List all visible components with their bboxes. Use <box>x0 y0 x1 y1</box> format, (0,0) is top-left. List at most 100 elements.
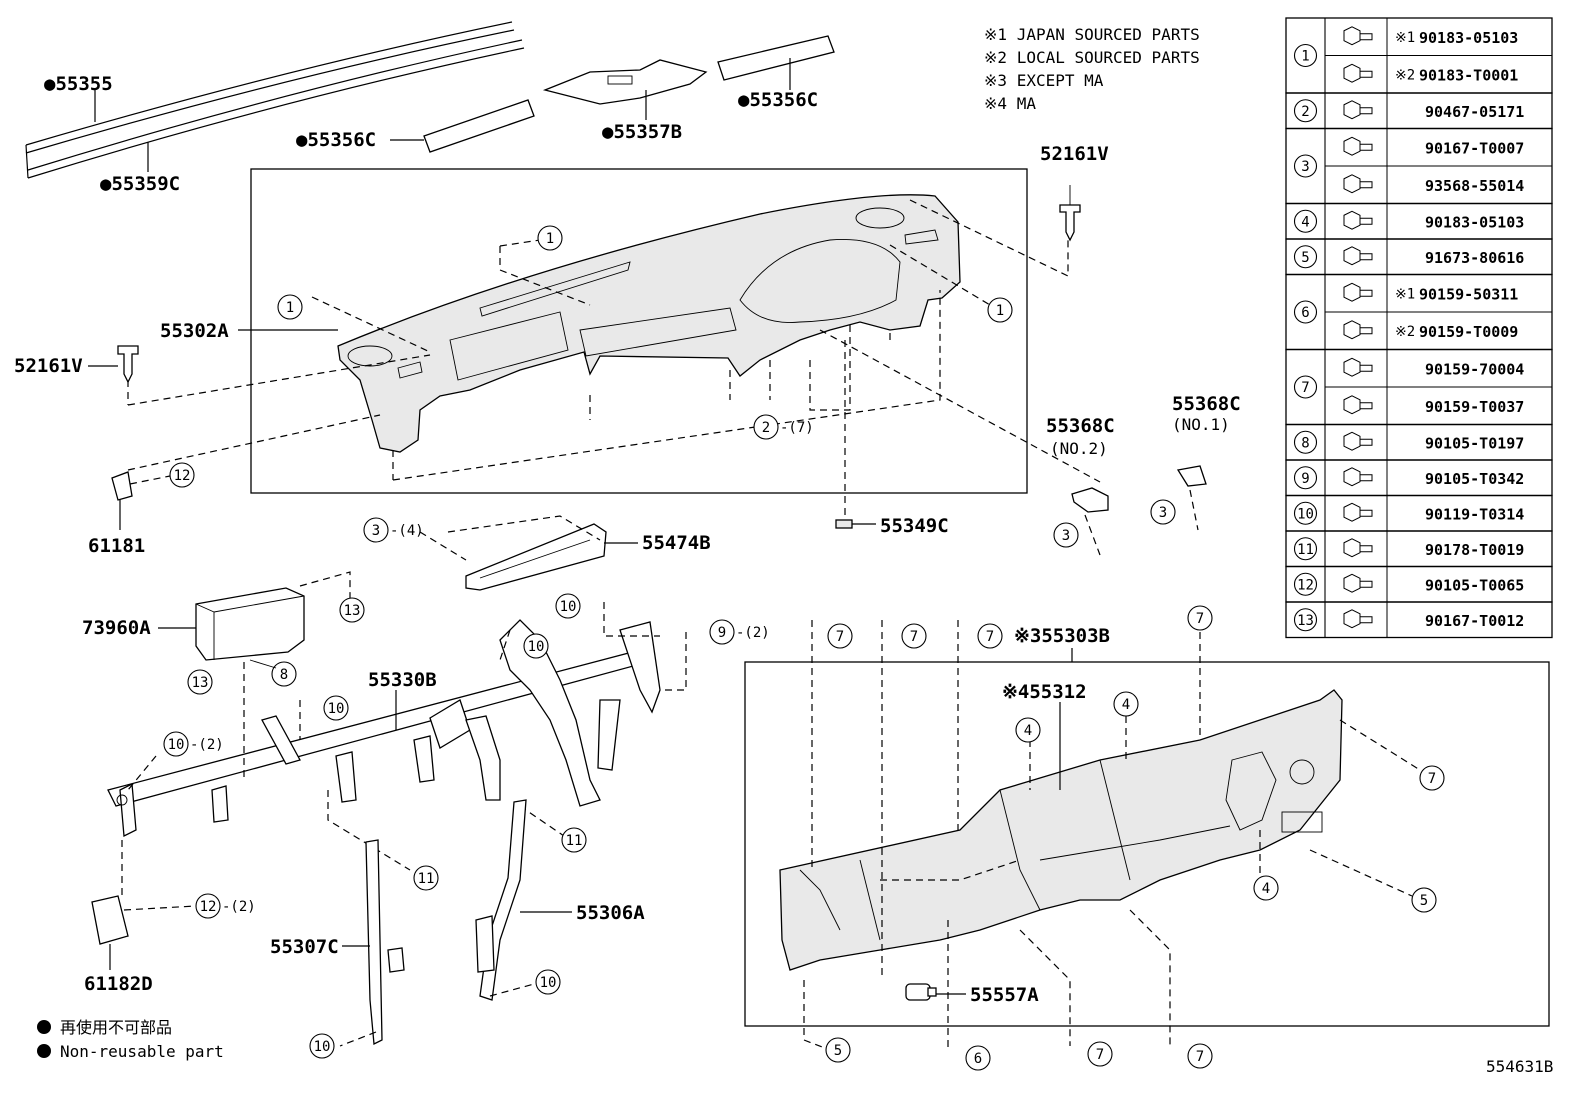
svg-text:7: 7 <box>1196 1049 1204 1065</box>
fastener-part-number: 93568-55014 <box>1425 177 1524 195</box>
fastener-icon <box>1343 210 1373 230</box>
svg-text:12: 12 <box>200 899 217 915</box>
fastener-index: 5 <box>1301 250 1309 266</box>
fastener-index-circle <box>1293 430 1318 454</box>
callout-9-2: 9 -(2) <box>709 619 770 645</box>
fastener-part-number: 90105-T0065 <box>1425 576 1524 594</box>
label-55330b: 55330B <box>368 669 437 691</box>
panel-assembly-frame <box>744 661 1550 1027</box>
svg-text:※1 JAPAN SOURCED PARTS: ※1 JAPAN SOURCED PARTS <box>984 25 1200 44</box>
label-55356c-top: ●55356C <box>738 89 818 111</box>
fastener-prefix: ※1 <box>1395 286 1415 302</box>
label-55368c-no2: 55368C <box>1046 415 1115 437</box>
molding-55355 <box>25 21 525 179</box>
fastener-index: 2 <box>1301 104 1309 120</box>
clip-52161v-left <box>117 345 139 384</box>
svg-text:3: 3 <box>372 523 380 539</box>
svg-text:9: 9 <box>718 625 726 641</box>
fastener-index: 13 <box>1297 613 1314 629</box>
fastener-row: 12 90105-T0065 <box>1285 565 1553 603</box>
callout-4-b: 4 <box>1113 691 1139 717</box>
svg-text:1: 1 <box>546 231 554 247</box>
insulator-55356c-top <box>717 35 835 81</box>
svg-text:7: 7 <box>836 629 844 645</box>
svg-text:3: 3 <box>1062 528 1070 544</box>
fastener-row: 9 90105-T0342 <box>1285 459 1553 497</box>
fastener-part-number: 90178-T0019 <box>1425 541 1524 559</box>
fastener-row: 13 90167-T0012 <box>1285 601 1553 639</box>
insulator-55356c-mid <box>423 99 535 153</box>
svg-text:4: 4 <box>1262 881 1270 897</box>
fastener-part-number: 90183-T0001 <box>1419 66 1518 84</box>
brace-55307c <box>365 839 405 1046</box>
fastener-part-number: 91673-80616 <box>1425 249 1524 267</box>
label-55356c-mid: ●55356C <box>296 129 376 151</box>
fastener-part-number: 90105-T0342 <box>1425 470 1524 488</box>
callout-7-e: 7 <box>1419 765 1445 791</box>
svg-text:4: 4 <box>1024 723 1032 739</box>
svg-text:5: 5 <box>834 1043 842 1059</box>
legend-notes: ※1 JAPAN SOURCED PARTS ※2 LOCAL SOURCED … <box>984 25 1200 113</box>
fastener-part-number: 90159-T0009 <box>1419 323 1518 341</box>
svg-text:-(7): -(7) <box>780 420 814 436</box>
callout-10-e: 10 <box>309 1033 335 1059</box>
bracket-61182d <box>91 895 129 945</box>
svg-text:10: 10 <box>528 639 545 655</box>
bracket-55474b <box>465 523 607 591</box>
svg-text:-(4): -(4) <box>390 523 424 539</box>
label-55307c: 55307C <box>270 936 339 958</box>
svg-text:再使用不可部品: 再使用不可部品 <box>60 1018 172 1037</box>
fastener-index-circle <box>1293 466 1318 490</box>
fastener-index-circle <box>1293 99 1318 123</box>
fastener-icon <box>1343 609 1373 629</box>
clip-52161v-right <box>1059 185 1081 242</box>
svg-text:1: 1 <box>286 300 294 316</box>
svg-text:8: 8 <box>280 667 288 683</box>
callout-5-b: 5 <box>825 1037 851 1063</box>
callout-10-d: 10 <box>535 969 561 995</box>
svg-text:3: 3 <box>1159 505 1167 521</box>
insulator-55357b <box>542 59 708 105</box>
fastener-index: 9 <box>1301 471 1309 487</box>
callout-11-b: 11 <box>561 827 587 853</box>
svg-text:10: 10 <box>168 737 185 753</box>
svg-text:5: 5 <box>1420 893 1428 909</box>
reinforcement-55330b <box>107 619 661 838</box>
fastener-index-circle <box>1293 501 1318 525</box>
bracket-61181 <box>111 471 133 501</box>
svg-text:7: 7 <box>1196 611 1204 627</box>
label-55359c: ●55359C <box>100 173 180 195</box>
callout-1-c: 1 <box>987 297 1013 323</box>
callout-13-b: 13 <box>187 669 213 695</box>
fastener-index: 12 <box>1297 577 1314 593</box>
label-55306a: 55306A <box>576 902 645 924</box>
svg-text:7: 7 <box>1428 771 1436 787</box>
label-55349c: 55349C <box>880 515 949 537</box>
svg-text:Non-reusable part: Non-reusable part <box>60 1042 224 1061</box>
label-73960a: 73960A <box>82 617 151 639</box>
svg-text:※2 LOCAL SOURCED PARTS: ※2 LOCAL SOURCED PARTS <box>984 48 1200 67</box>
svg-text:12: 12 <box>174 468 191 484</box>
label-55357b: ●55357B <box>602 121 682 143</box>
svg-text:-(2): -(2) <box>736 625 770 641</box>
svg-text:7: 7 <box>910 629 918 645</box>
callout-7-a: 7 <box>827 623 853 649</box>
fastener-row: 2 90467-05171 <box>1285 92 1553 130</box>
fastener-part-number: 90467-05171 <box>1425 103 1524 121</box>
fastener-part-number: 90167-T0012 <box>1425 612 1524 630</box>
svg-text:11: 11 <box>566 833 583 849</box>
fastener-index-circle <box>1293 572 1318 596</box>
fastener-index: 10 <box>1297 506 1314 522</box>
svg-text:10: 10 <box>560 599 577 615</box>
fastener-icon <box>1343 136 1373 156</box>
callout-4-c: 4 <box>1253 875 1279 901</box>
svg-text:10: 10 <box>314 1039 331 1055</box>
label-61181: 61181 <box>88 535 145 557</box>
label-52161v-left: 52161V <box>14 355 83 377</box>
label-55557a: 55557A <box>970 984 1039 1006</box>
label-55355: ●55355 <box>44 73 113 95</box>
instrument-panel-pad-55302a <box>337 194 961 453</box>
